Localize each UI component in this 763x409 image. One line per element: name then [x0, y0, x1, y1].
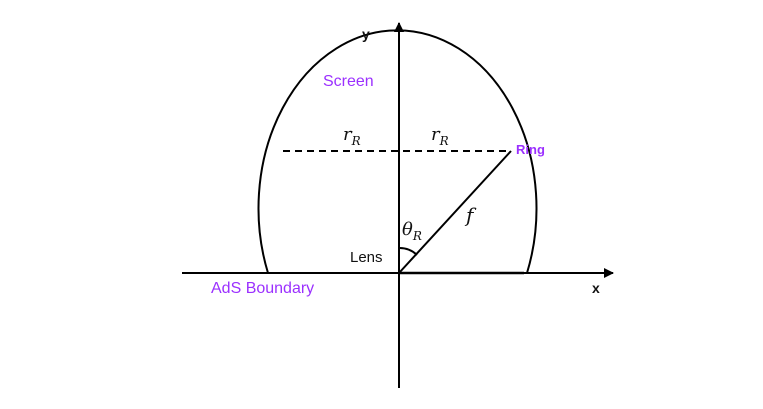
radius-label-right: rR — [431, 124, 449, 148]
ads-boundary-label: AdS Boundary — [211, 280, 314, 297]
theta-label: θR — [402, 219, 422, 243]
focal-line — [398, 150, 512, 274]
lens-label: Lens — [350, 249, 383, 266]
y-axis-label: y — [362, 26, 370, 42]
focal-length-label: f — [464, 203, 477, 227]
x-axis-label: x — [592, 280, 600, 296]
radius-label-left: rR — [343, 124, 361, 148]
screen-label: Screen — [323, 73, 374, 90]
theta-angle-arc — [398, 246, 418, 256]
ring-label: Ring — [516, 142, 545, 157]
